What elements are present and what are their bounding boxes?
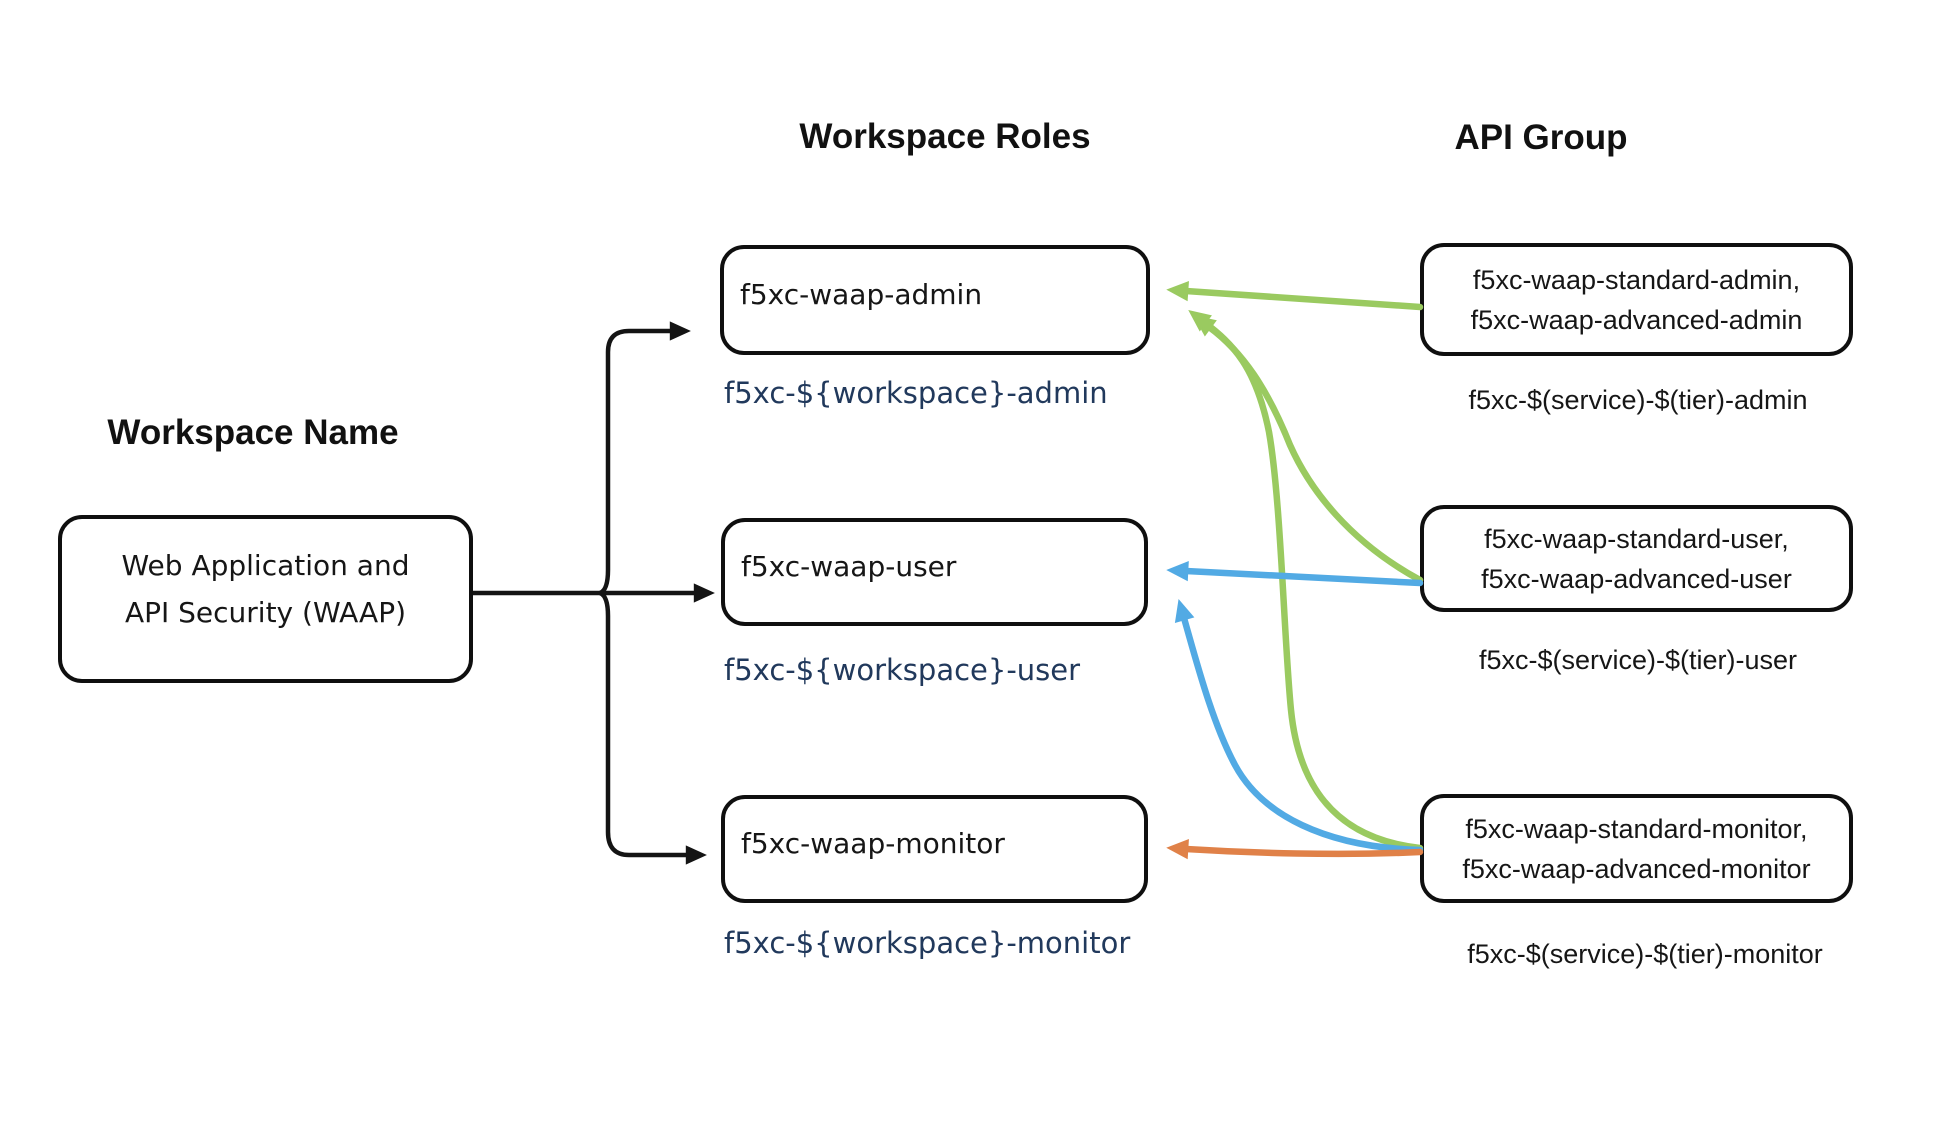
heading-workspace-name: Workspace Name [107,413,399,452]
api-node-user-label: f5xc-waap-standard-user, f5xc-waap-advan… [1481,523,1792,594]
api-node-monitor: f5xc-waap-standard-monitor, f5xc-waap-ad… [1420,794,1853,903]
heading-workspace-roles: Workspace Roles [799,117,1091,156]
heading-api-group: API Group [1454,118,1628,157]
role-node-admin-label: f5xc-waap-admin [740,277,983,311]
role-node-user: f5xc-waap-user [721,518,1148,626]
role-caption-user: f5xc-${workspace}-user [724,653,1081,687]
role-node-admin: f5xc-waap-admin [720,245,1150,355]
role-node-user-label: f5xc-waap-user [741,549,957,583]
workspace-node: Web Application and API Security (WAAP) [58,515,473,683]
api-caption-monitor: f5xc-$(service)-$(tier)-monitor [1467,939,1823,969]
api-node-user: f5xc-waap-standard-user, f5xc-waap-advan… [1420,505,1853,612]
role-caption-monitor: f5xc-${workspace}-monitor [724,926,1131,960]
api-node-admin-label: f5xc-waap-standard-admin, f5xc-waap-adva… [1470,264,1803,335]
api-caption-user: f5xc-$(service)-$(tier)-user [1478,645,1798,675]
role-caption-admin: f5xc-${workspace}-admin [724,376,1108,410]
role-node-monitor-label: f5xc-waap-monitor [741,826,1005,860]
api-node-monitor-label: f5xc-waap-standard-monitor, f5xc-waap-ad… [1462,813,1811,884]
api-caption-admin: f5xc-$(service)-$(tier)-admin [1468,385,1808,415]
role-node-monitor: f5xc-waap-monitor [721,795,1148,903]
api-node-admin: f5xc-waap-standard-admin, f5xc-waap-adva… [1420,243,1853,356]
workspace-node-label: Web Application and API Security (WAAP) [121,549,410,629]
